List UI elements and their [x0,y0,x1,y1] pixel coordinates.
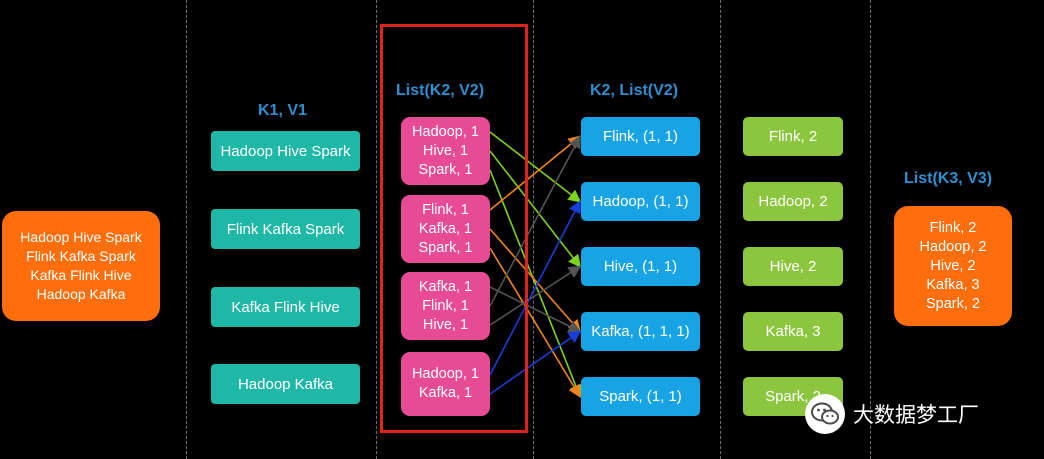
shuffle-edge [489,169,582,398]
shuffle-edge [489,330,582,395]
grouped-box: Kafka, (1, 1, 1) [581,312,700,351]
reduced-box: Hive, 2 [743,247,843,286]
header-k2-list-v2: K2, List(V2) [590,82,679,99]
grouped-box: Hadoop, (1, 1) [581,182,700,221]
shuffle-edge [489,200,581,376]
shuffle-edge [489,150,581,268]
shuffle-edge [489,286,582,333]
header-list-k2-v2: List(K2, V2) [396,82,485,99]
shuffle-edge [489,135,581,307]
shuffle-edge [489,265,582,326]
shuffle-edge [489,228,582,333]
grouped-box: Spark, (1, 1) [581,377,700,416]
map-output-highlight-frame [380,24,528,433]
column-divider [376,0,377,459]
column-divider [720,0,721,459]
grouped-box: Flink, (1, 1) [581,117,700,156]
column-divider [186,0,187,459]
split-box: Hadoop Kafka [211,364,360,404]
watermark-text: 大数据梦工厂 [853,403,979,427]
header-list-k3-v3: List(K3, V3) [904,170,993,187]
reduced-box: Hadoop, 2 [743,182,843,221]
reduced-box: Kafka, 3 [743,312,843,351]
input-box: Hadoop Hive Spark Flink Kafka Spark Kafk… [2,211,160,321]
split-box: Hadoop Hive Spark [211,131,360,171]
final-output-box: Flink, 2 Hadoop, 2 Hive, 2 Kafka, 3 Spar… [894,206,1012,326]
header-k1-v1: K1, V1 [258,102,307,119]
wechat-icon [805,394,845,434]
column-divider [533,0,534,459]
map-output-box: Hadoop, 1 Hive, 1 Spark, 1 [401,117,490,185]
split-box: Flink Kafka Spark [211,209,360,249]
grouped-box: Hive, (1, 1) [581,247,700,286]
map-output-box: Flink, 1 Kafka, 1 Spark, 1 [401,195,490,263]
shuffle-edge [489,247,581,398]
column-divider [870,0,871,459]
reduced-box: Flink, 2 [743,117,843,156]
watermark: 大数据梦工厂 [805,394,979,434]
split-box: Kafka Flink Hive [211,287,360,327]
map-output-box: Hadoop, 1 Kafka, 1 [401,352,490,416]
shuffle-edge [489,135,582,211]
shuffle-edge [489,131,582,203]
map-output-box: Kafka, 1 Flink, 1 Hive, 1 [401,272,490,340]
